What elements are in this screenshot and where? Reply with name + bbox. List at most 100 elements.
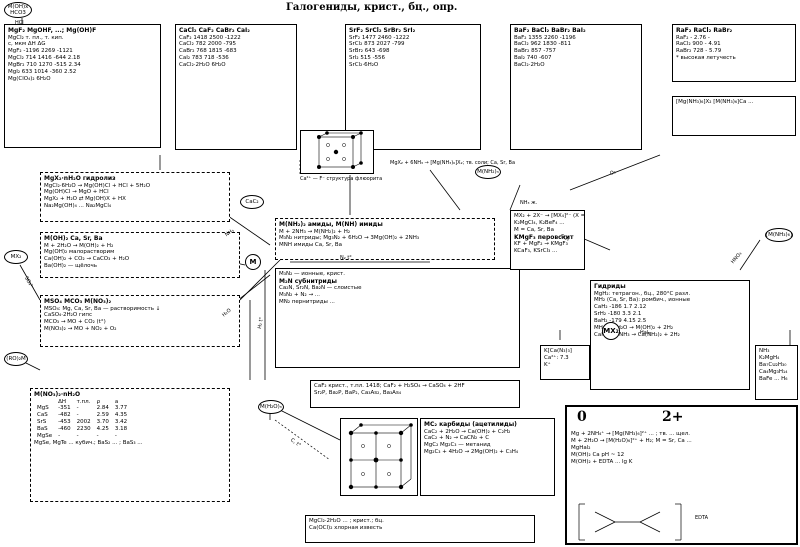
- box-line: MgBr₂ 710 1270 -515 2.34: [8, 62, 81, 68]
- box-line: * высокая летучесть: [676, 55, 736, 62]
- column-header: ΔH: [58, 398, 67, 405]
- oxidation-zero-label: 0: [577, 409, 587, 425]
- box-heading: MgF₂ MgOHF, ...; Mg(OH)F: [8, 27, 97, 34]
- radium-halides-table: RaF₂ RaCl₂ RaBr₂ RaF₂ - 2.76 - RaCl₂ 900…: [672, 24, 796, 82]
- table-cell: 3.70: [96, 419, 109, 426]
- box-line: Mg(OH)Cl → MgO + HCl: [44, 189, 109, 196]
- box-line: MgH₂: тетрагон., бц., 280°C разл.: [594, 290, 691, 297]
- box-line: MgHal₂: [571, 444, 591, 451]
- strontium-halides-table: SrF₂ SrCl₂ SrBr₂ SrI₂ SrF₂ 1477 2460 -12…: [345, 24, 481, 150]
- metal-circle: M: [245, 254, 261, 270]
- box-line: MgC₂ Mg₂C₃ — метанид: [424, 442, 491, 449]
- box-line: Sr₂P, Ba₂P, BaP₂, Ca₃As₂, Ba₃As₄: [314, 389, 402, 396]
- box-line: M(OH)₂ + EDTA ... lg K: [571, 458, 633, 465]
- box-line: MgX₂ + H₂O ⇄ Mg(OH)X + HX: [44, 196, 126, 203]
- table-cell: -: [76, 405, 79, 412]
- box-line: MgI₂ 633 1014 -360 2.52: [8, 68, 77, 75]
- table-cell: -: [96, 432, 99, 439]
- box-heading: CaCl₂ CaF₂ CaBr₂ CaI₂: [179, 27, 250, 34]
- box-line: M + 2H₂O → M(OH)₂ + H₂: [44, 242, 114, 249]
- box-line: M₃N₂ — ионные, крист.: [279, 271, 345, 277]
- calcium-halides-table: CaCl₂ CaF₂ CaBr₂ CaI₂ CaF₂ 1418 2500 -12…: [175, 24, 297, 150]
- box-line: Ca₄Mg₃H₁₄: [759, 368, 788, 375]
- table-cell: -460: [58, 426, 71, 432]
- arrow-label: HCl: [15, 20, 24, 26]
- box-line: KF + MgF₂ → KMgF₃: [514, 241, 568, 248]
- box-line: BaCl₂·2H₂O: [514, 62, 545, 68]
- table-cell: 2002: [76, 419, 91, 426]
- box-line: SrBr₂ 643 -698: [349, 48, 390, 55]
- box-line: SrCl₂·6H₂O: [349, 62, 379, 68]
- table-cell: 3.77: [114, 405, 128, 412]
- box-line: Ca₂N, Sr₂N, Ba₂N — слоистые: [279, 285, 362, 292]
- box-line: M + 2H₂O → [M(H₂O)₆]²⁺ + H₂; M = Sr, Ca …: [571, 437, 692, 444]
- table-cell: 4.25: [96, 426, 109, 432]
- halometallate-box: MX₂ + 2X⁻ → [MX₄]²⁻ (X = Cl, Br, I) K₂Mg…: [510, 210, 585, 270]
- table-cell: 2.84: [96, 405, 109, 412]
- box-line: M(OH)₂ Ca pH ~ 12: [571, 451, 625, 458]
- box-line: MgF₂ -1196 2269 -1121: [8, 48, 73, 55]
- box-heading: RaF₂ RaCl₂ RaBr₂: [676, 27, 733, 34]
- table-cell: 3.18: [114, 426, 128, 432]
- box-line: MgCl₂ 714 1416 -644 2.18: [8, 55, 81, 62]
- table-cell: -482: [58, 412, 71, 419]
- metal-halide-circle: MX₂: [602, 322, 620, 340]
- salts-box: MSO₄ MCO₃ M(NO₃)₂ MSO₄: Mg, Ca, Sr, Ba —…: [40, 295, 240, 347]
- box-line: MH₂ (Ca, Sr, Ba): ромбич., ионные: [594, 297, 691, 304]
- box-line: SrF₂ 1477 2460 -1222: [349, 34, 410, 41]
- alkoxide-oval: (RO)₂M: [4, 352, 28, 366]
- column-header: a: [114, 398, 119, 405]
- table-cell: MgSe: [37, 432, 53, 439]
- fluorite-structure-image: [300, 130, 374, 174]
- edta-label: EDTA: [695, 515, 709, 521]
- table-cell: -351: [58, 405, 71, 412]
- magnesium-halides-table: MgF₂ MgOHF, ...; Mg(OH)F MgCl₂ т. пл., т…: [4, 24, 161, 148]
- crystal-lattice-icon: [317, 131, 363, 169]
- table-cell: BaS: [37, 426, 48, 432]
- table-cell: SrS: [37, 419, 47, 426]
- box-line: CaCl₂·2H₂O 6H₂O: [179, 62, 226, 68]
- table-cell: 2230: [76, 426, 91, 432]
- table-cell: 2.59: [96, 412, 109, 419]
- carbide-lattice-icon: [348, 423, 413, 490]
- table-cell: -453: [58, 419, 71, 426]
- table-row: BaS -460 2230 4.25 3.18: [34, 426, 130, 433]
- column-header: [34, 399, 55, 406]
- box-line: MgCl₂ т. пл., т. кип.: [8, 34, 64, 41]
- oxidation-states-box: 0 2+ Mg + 2NH₄⁺ → [Mg(NH₃)₆]²⁺ ... ; тв.…: [565, 405, 798, 545]
- box-line: M + 2NH₃ → M(NH₂)₂ + H₂: [279, 228, 351, 235]
- carbide-oval: CaC₂: [240, 195, 264, 209]
- box-line: K[Ca(N₃)₃]: [544, 348, 572, 354]
- box-line: BaI₂ 740 -607: [514, 55, 552, 62]
- arrow-label: NH₃ ж.: [520, 200, 538, 206]
- box-line: Ca(OH)₂ + CO₂ → CaCO₃ + H₂O: [44, 256, 130, 263]
- table-cell: -: [58, 432, 61, 439]
- ammine-oval: [M(NH₃)₆]: [765, 228, 793, 242]
- box-line: M₃N₂ + N₂ → ...: [279, 292, 321, 299]
- box-heading: Гидриды: [594, 283, 626, 290]
- box-line: MH₂ + 2H₂O → M(OH)₂ + 2H₂: [594, 324, 674, 331]
- box-heading: MgX₂·nH₂O гидролиз: [44, 175, 116, 182]
- box-line: BaF₂ 1355 2260 -1196: [514, 34, 576, 41]
- table-row: MgSe----: [34, 433, 130, 440]
- box-line: CaBr₂ 768 1815 -683: [179, 48, 237, 55]
- box-line: Mg₂C₃ + 4H₂O → 2Mg(OH)₂ + C₃H₄: [424, 449, 519, 456]
- box-heading: M(NH₂)₂ амиды, M(NH) имиды: [279, 221, 383, 228]
- hydroxide-oval: M(OH)x HCO3: [4, 2, 32, 18]
- box-line: CaH₂ -186 1.7 2.12: [594, 304, 647, 311]
- edta-structure-icon: [578, 503, 682, 541]
- nitrides-box: M₃N₂ — ионные, крист. M₂N субнитриды Ca₂…: [275, 268, 520, 368]
- ammonia-text: MgX₂ + 6NH₃ → [Mg(NH₃)₆]X₂; тв. соли; Ca…: [390, 160, 516, 166]
- box-line: M = Ca, Sr, Ba: [514, 226, 554, 233]
- table-cell: -: [76, 412, 79, 419]
- box-line: RaF₂ - 2.76 -: [676, 34, 710, 41]
- box-line: MNH имиды Ca, Sr, Ba: [279, 242, 343, 249]
- box-line: CaSO₄·2H₂O гипс: [44, 312, 92, 319]
- box-heading: M(OH)₂ Ca, Sr, Ba: [44, 235, 103, 242]
- box-line: Ca²⁺: 7.3: [544, 354, 569, 361]
- box-line: CaF₂ крист., т.пл. 1418; CaF₂ + H₂SO₄ → …: [314, 383, 465, 389]
